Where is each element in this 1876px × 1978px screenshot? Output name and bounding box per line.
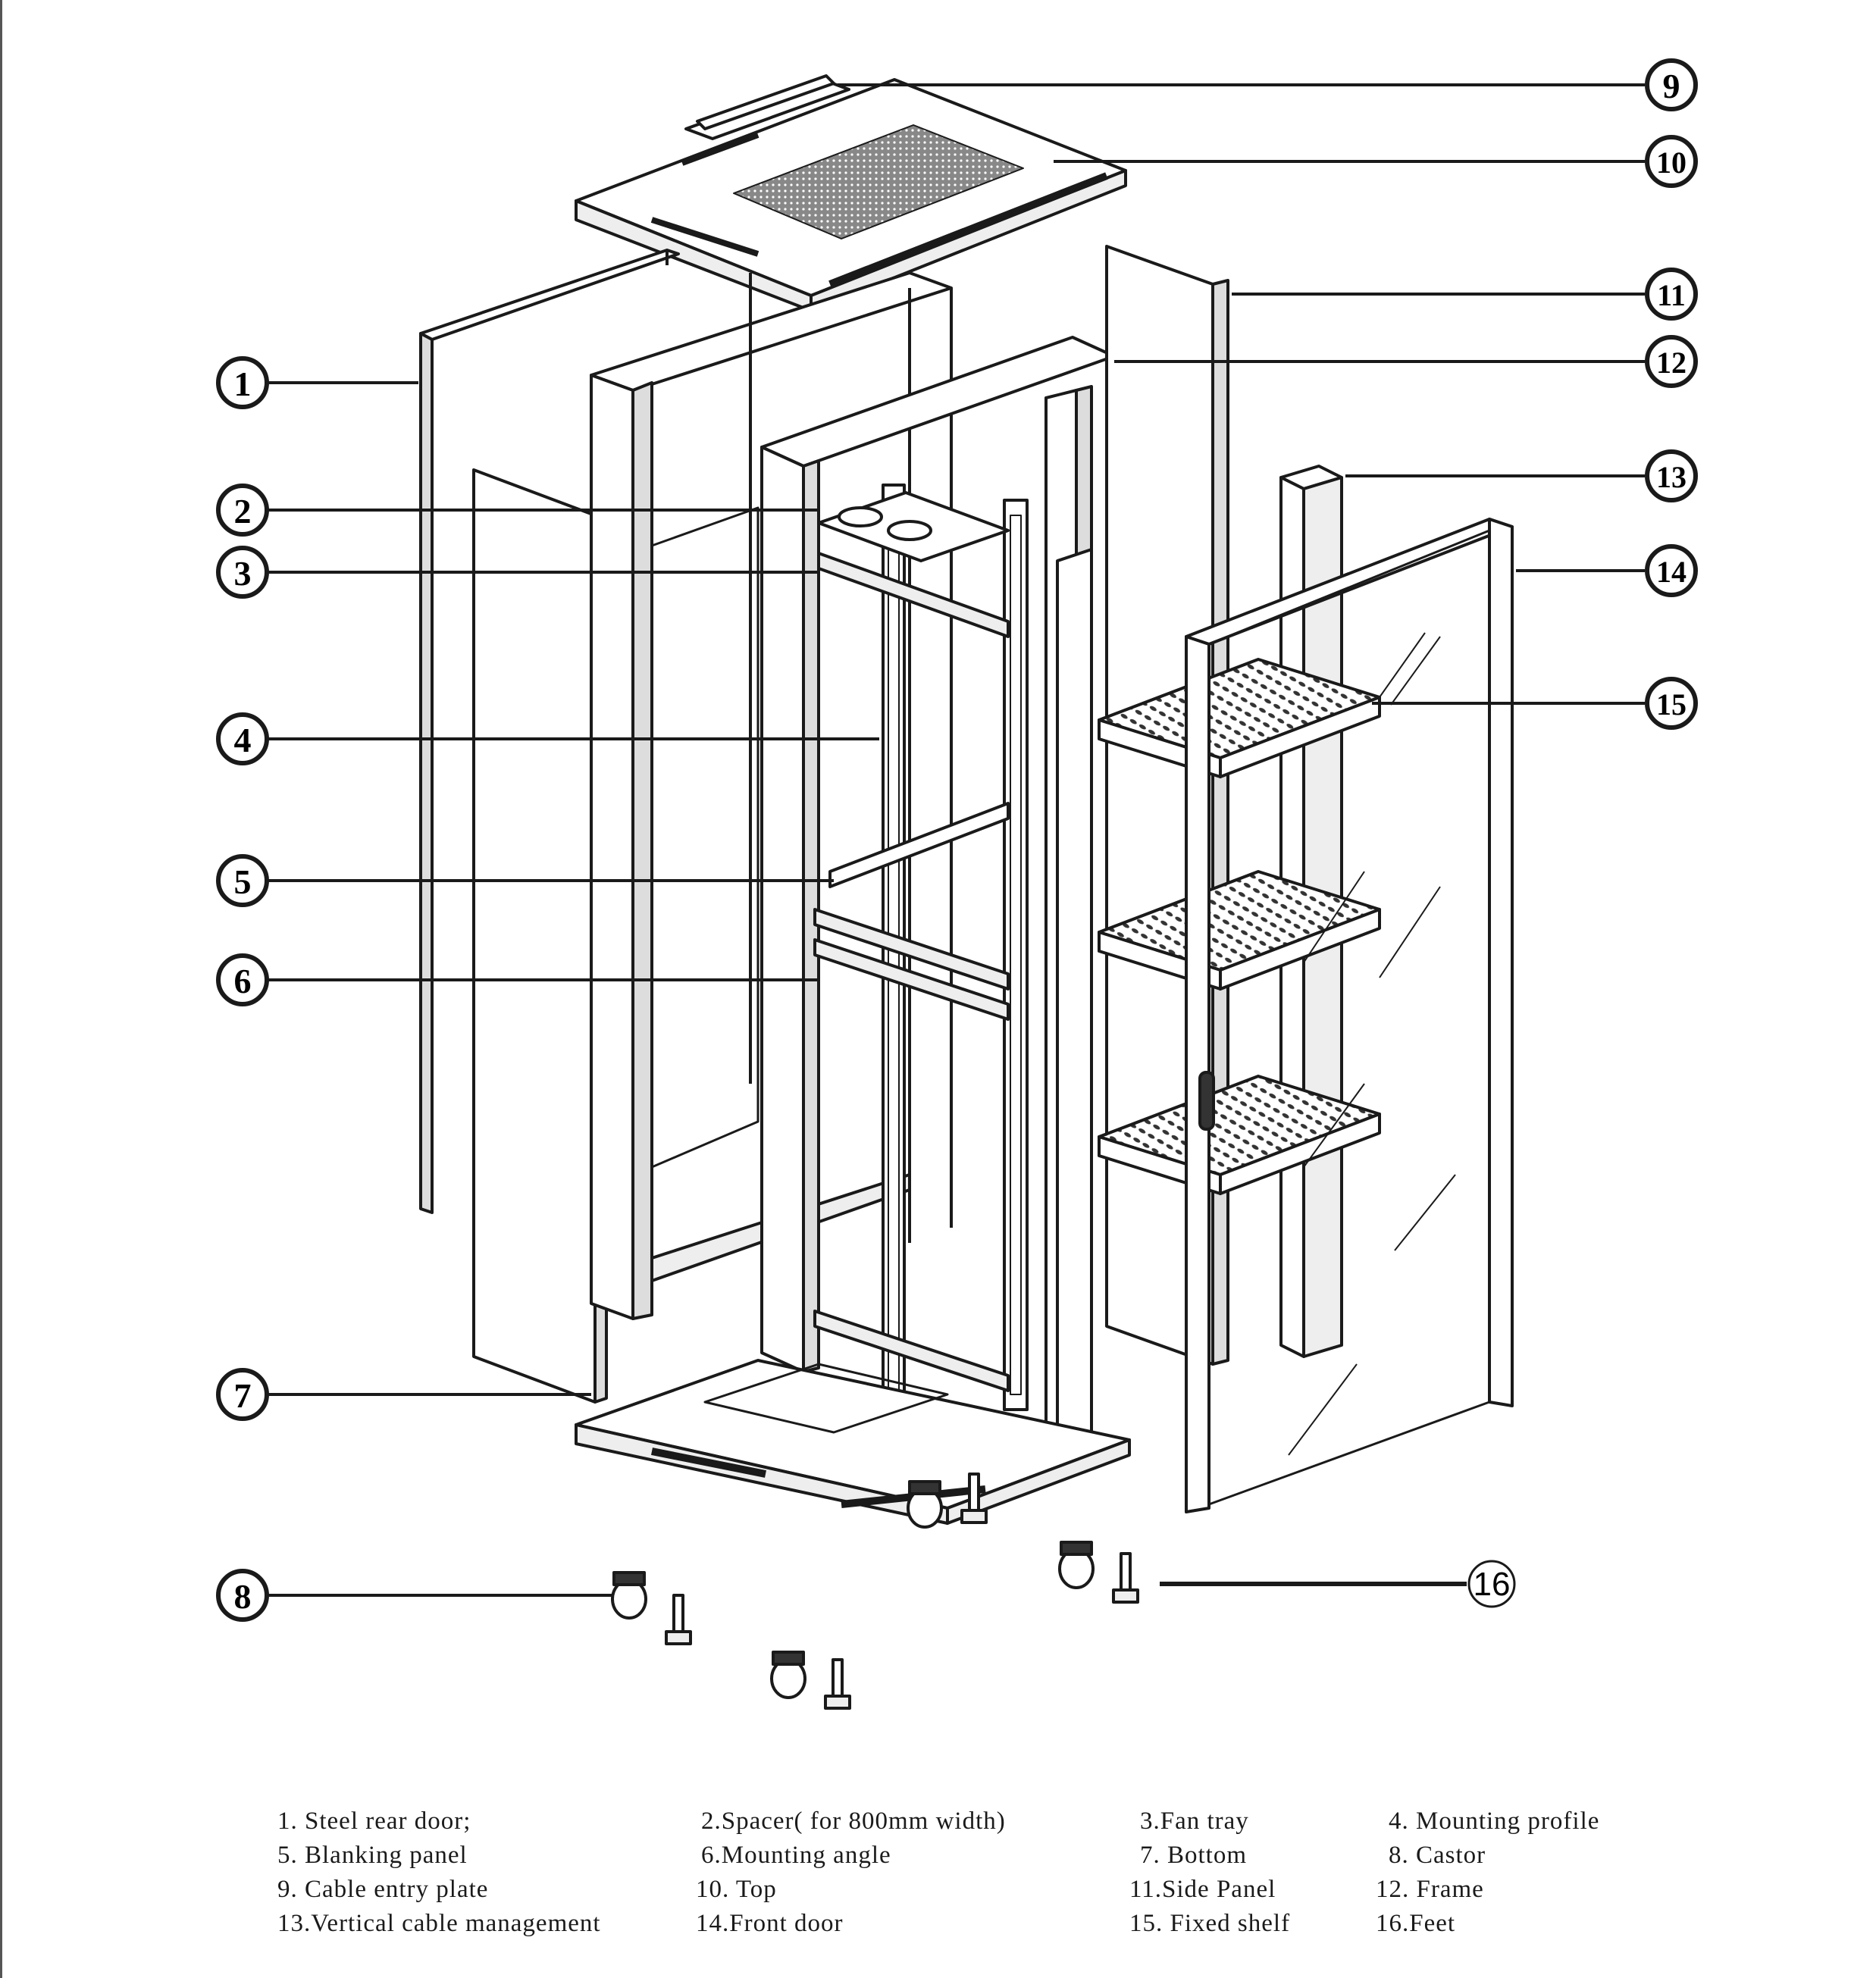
legend-item-7: 7. Bottom — [1140, 1842, 1248, 1869]
legend-item-10: 10. Top — [696, 1876, 777, 1903]
callout-6: 6 — [216, 953, 269, 1006]
svg-text:1: 1 — [234, 365, 252, 403]
leader-lines — [267, 83, 1645, 1597]
legend-item-8: 8. Castor — [1389, 1842, 1486, 1869]
callout-1: 1 — [216, 356, 269, 409]
callout-8: 8 — [216, 1569, 269, 1622]
legend-item-2: 2.Spacer( for 800mm width) — [701, 1807, 1006, 1835]
legend-item-12: 12. Frame — [1376, 1876, 1484, 1903]
legend-item-15: 15. Fixed shelf — [1129, 1910, 1291, 1937]
legend-item-6: 6.Mounting angle — [701, 1842, 891, 1869]
svg-text:9: 9 — [1663, 67, 1680, 105]
main-frame — [760, 336, 1116, 1449]
top-cover — [575, 78, 1127, 312]
svg-text:11: 11 — [1657, 278, 1686, 312]
bottom-plate — [575, 1359, 1131, 1525]
svg-text:12: 12 — [1656, 346, 1687, 380]
parts-legend: 1. Steel rear door; 2.Spacer( for 800mm … — [0, 1807, 1876, 1959]
svg-text:14: 14 — [1656, 555, 1687, 589]
mounting-angles — [813, 802, 1010, 1392]
callout-3: 3 — [216, 546, 269, 599]
legend-item-9: 9. Cable entry plate — [277, 1876, 489, 1903]
callout-13: 13 — [1645, 449, 1698, 502]
svg-text:3: 3 — [234, 554, 252, 593]
fan-tray — [817, 491, 1010, 638]
callout-9: 9 — [1645, 58, 1698, 111]
legend-item-4: 4. Mounting profile — [1389, 1807, 1600, 1835]
callout-5: 5 — [216, 854, 269, 907]
svg-text:2: 2 — [234, 492, 252, 530]
callout-16: 16 — [1467, 1560, 1516, 1608]
legend-item-1: 1. Steel rear door; — [277, 1807, 471, 1835]
svg-text:10: 10 — [1656, 146, 1687, 180]
svg-text:4: 4 — [234, 721, 252, 759]
left-side-panel — [472, 468, 608, 1404]
steel-rear-door — [419, 249, 680, 1214]
callout-4: 4 — [216, 712, 269, 765]
legend-item-16: 16.Feet — [1376, 1910, 1456, 1937]
callout-7: 7 — [216, 1368, 269, 1421]
callout-14: 14 — [1645, 544, 1698, 597]
callout-15: 15 — [1645, 677, 1698, 730]
legend-item-11: 11.Side Panel — [1129, 1876, 1276, 1903]
legend-item-14: 14.Front door — [696, 1910, 844, 1937]
cable-entry-plate — [684, 74, 850, 140]
legend-item-5: 5. Blanking panel — [277, 1842, 468, 1869]
callout-12: 12 — [1645, 335, 1698, 388]
legend-item-3: 3.Fan tray — [1140, 1807, 1249, 1835]
svg-text:6: 6 — [234, 962, 252, 1000]
rear-frame — [590, 271, 953, 1320]
callout-11: 11 — [1645, 268, 1698, 321]
legend-item-13: 13.Vertical cable management — [277, 1910, 601, 1937]
callout-10: 10 — [1645, 135, 1698, 188]
svg-text:8: 8 — [234, 1577, 252, 1616]
svg-text:15: 15 — [1656, 687, 1687, 721]
svg-text:7: 7 — [234, 1376, 252, 1415]
svg-text:16: 16 — [1474, 1566, 1511, 1603]
callout-2: 2 — [216, 484, 269, 537]
svg-text:13: 13 — [1656, 460, 1687, 494]
svg-text:5: 5 — [234, 862, 252, 901]
front-door — [1185, 518, 1514, 1513]
page-border — [0, 0, 2, 1978]
castors — [611, 1480, 1095, 1699]
feet — [665, 1473, 1139, 1710]
